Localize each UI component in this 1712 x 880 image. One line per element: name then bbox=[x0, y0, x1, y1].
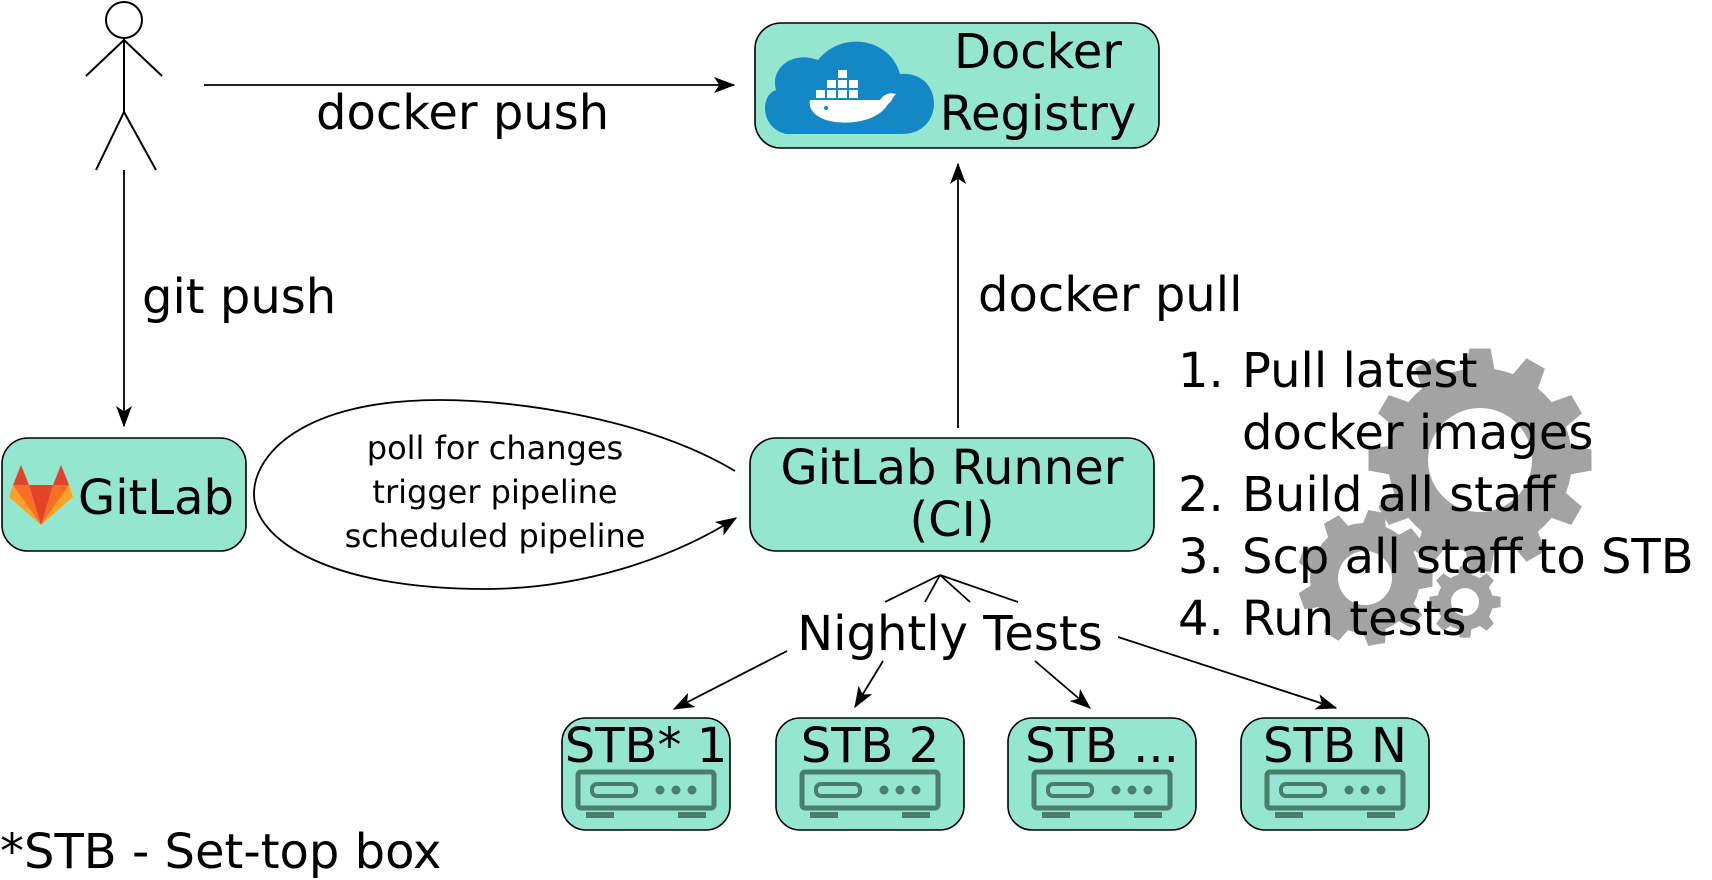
registry-label-line1: Docker bbox=[954, 24, 1122, 80]
edge-to-stb-3 bbox=[1034, 660, 1092, 709]
step-1-number: 1. bbox=[1178, 343, 1224, 399]
gear-2-icon bbox=[1298, 510, 1433, 646]
registry-label-line2: Registry bbox=[940, 86, 1137, 142]
runner-label-line2: (CI) bbox=[909, 492, 994, 548]
stb-label: STB* 1 bbox=[565, 718, 728, 774]
edge-to-stb-n bbox=[1117, 636, 1338, 710]
stb-node: STB* 1 bbox=[561, 717, 731, 831]
step-1-line1: Pull latest bbox=[1242, 343, 1477, 399]
server-icon bbox=[1264, 769, 1406, 818]
step-3-number: 3. bbox=[1178, 529, 1224, 585]
docker-registry-node: Docker Registry bbox=[754, 22, 1160, 149]
poll-label-line1: poll for changes bbox=[367, 429, 623, 467]
server-icon bbox=[799, 769, 941, 818]
nightly-tests-label: Nightly Tests bbox=[797, 606, 1102, 662]
steps-list: 1. Pull latest docker images 2. Build al… bbox=[1178, 343, 1694, 647]
step-3-line1: Scp all staff to STB bbox=[1242, 529, 1694, 585]
stb-node: STB N bbox=[1240, 717, 1430, 831]
docker-pull-label: docker pull bbox=[978, 267, 1242, 323]
gears-icon bbox=[1298, 348, 1592, 646]
gitlab-label: GitLab bbox=[78, 470, 234, 526]
poll-label-line3: scheduled pipeline bbox=[345, 517, 646, 555]
stb-node: STB 2 bbox=[775, 717, 965, 831]
person-icon bbox=[85, 1, 163, 171]
server-icon bbox=[1031, 769, 1173, 818]
gear-1-icon bbox=[1368, 348, 1592, 572]
nightly-fan bbox=[884, 574, 1019, 603]
stb-label: STB N bbox=[1263, 718, 1407, 774]
edge-to-stb-1 bbox=[672, 650, 788, 710]
docker-whale-icon bbox=[765, 41, 935, 135]
gitlab-runner-node: GitLab Runner (CI) bbox=[749, 437, 1155, 552]
step-2-number: 2. bbox=[1178, 467, 1224, 523]
stb-label: STB ... bbox=[1025, 718, 1179, 774]
edge-to-stb-2 bbox=[854, 660, 884, 709]
step-2-line1: Build all staff bbox=[1242, 467, 1556, 523]
edge-poll-loop bbox=[253, 399, 738, 590]
step-1-line2: docker images bbox=[1242, 405, 1593, 461]
runner-label-line1: GitLab Runner bbox=[781, 440, 1124, 496]
step-4-line1: Run tests bbox=[1242, 591, 1466, 647]
gitlab-node: GitLab bbox=[1, 437, 247, 552]
gear-3-icon bbox=[1429, 566, 1501, 638]
poll-label-line2: trigger pipeline bbox=[372, 473, 617, 511]
docker-push-label: docker push bbox=[316, 85, 609, 141]
stb-label: STB 2 bbox=[801, 718, 940, 774]
git-push-label: git push bbox=[142, 269, 336, 325]
step-4-number: 4. bbox=[1178, 591, 1224, 647]
server-icon bbox=[575, 769, 717, 818]
stb-node: STB ... bbox=[1007, 717, 1197, 831]
footnote: *STB - Set-top box bbox=[0, 824, 441, 880]
gitlab-fox-icon bbox=[9, 465, 73, 525]
